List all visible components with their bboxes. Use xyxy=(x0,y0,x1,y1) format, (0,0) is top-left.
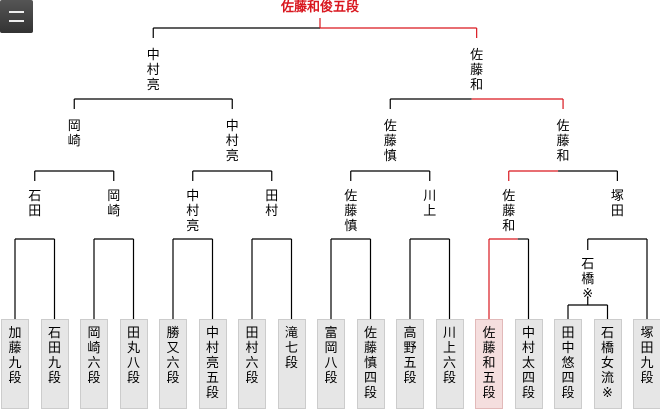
player-name: 佐藤慎四段 xyxy=(363,326,377,401)
player-name: 中村太四段 xyxy=(521,326,535,401)
player-box[interactable]: 岡崎六段 xyxy=(80,319,108,409)
player-box[interactable]: 田丸八段 xyxy=(119,319,148,409)
round3-winner: 佐藤和 xyxy=(470,48,484,93)
player-box[interactable]: 川上六段 xyxy=(435,319,464,409)
player-name: 高野五段 xyxy=(403,326,417,386)
player-name: 田丸八段 xyxy=(126,326,140,386)
round1-winner: 中村亮 xyxy=(186,189,200,234)
player-name: 滝 七段 xyxy=(284,326,312,371)
player-box[interactable]: 石田九段 xyxy=(40,319,69,409)
player-box[interactable]: 田村六段 xyxy=(238,319,266,409)
round2-winner: 佐藤慎 xyxy=(383,119,397,164)
player-box[interactable]: 勝又六段 xyxy=(159,319,187,409)
round1-winner: 塚田 xyxy=(610,189,624,219)
player-name: 田中悠四段 xyxy=(561,326,575,401)
player-box[interactable]: 佐藤慎四段 xyxy=(356,319,385,409)
menu-bar-bottom xyxy=(9,20,24,22)
round1-winner: 岡崎 xyxy=(107,189,121,219)
player-box[interactable]: 加藤九段 xyxy=(1,319,29,409)
player-box[interactable]: 中村太四段 xyxy=(514,319,543,409)
menu-bar-top xyxy=(9,11,24,13)
player-name: 田村六段 xyxy=(245,326,259,386)
round1-winner: 佐藤慎 xyxy=(344,189,358,234)
round1-winner: 石田 xyxy=(28,189,42,219)
player-name: 加藤九段 xyxy=(8,326,22,386)
champion-title: 佐藤和俊五段 xyxy=(280,0,359,15)
player-name: 石橋女流※ xyxy=(600,326,614,401)
player-box[interactable]: 石橋女流※ xyxy=(593,319,622,409)
player-name: 中村亮五段 xyxy=(205,326,219,401)
player-box[interactable]: 中村亮五段 xyxy=(198,319,227,409)
player-box[interactable]: 滝 七段 xyxy=(277,319,312,409)
player-name: 勝又六段 xyxy=(166,326,180,386)
player-name: 塚田九段 xyxy=(640,326,654,386)
player-name: 川上六段 xyxy=(442,326,456,386)
player-box[interactable]: 田中悠四段 xyxy=(554,319,582,409)
player-box[interactable]: 塚田九段 xyxy=(633,319,660,409)
player-name: 石田九段 xyxy=(47,326,61,386)
player-name: 富岡八段 xyxy=(324,326,338,386)
round1-winner: 川上 xyxy=(423,189,437,219)
menu-icon[interactable] xyxy=(0,0,33,33)
player-box[interactable]: 高野五段 xyxy=(396,319,424,409)
player-box[interactable]: 富岡八段 xyxy=(317,319,345,409)
round2-winner: 佐藤和 xyxy=(556,119,570,164)
round2-winner: 岡崎 xyxy=(67,119,81,149)
player-name: 佐藤和五段 xyxy=(482,326,496,401)
round1-winner: 田村 xyxy=(265,189,279,219)
round1-winner: 石橋※ xyxy=(581,257,595,302)
round3-winner: 中村亮 xyxy=(146,48,160,93)
player-box[interactable]: 佐藤和五段 xyxy=(475,319,503,409)
round2-winner: 中村亮 xyxy=(225,119,239,164)
round1-winner: 佐藤和 xyxy=(502,189,516,234)
player-name: 岡崎六段 xyxy=(87,326,101,386)
